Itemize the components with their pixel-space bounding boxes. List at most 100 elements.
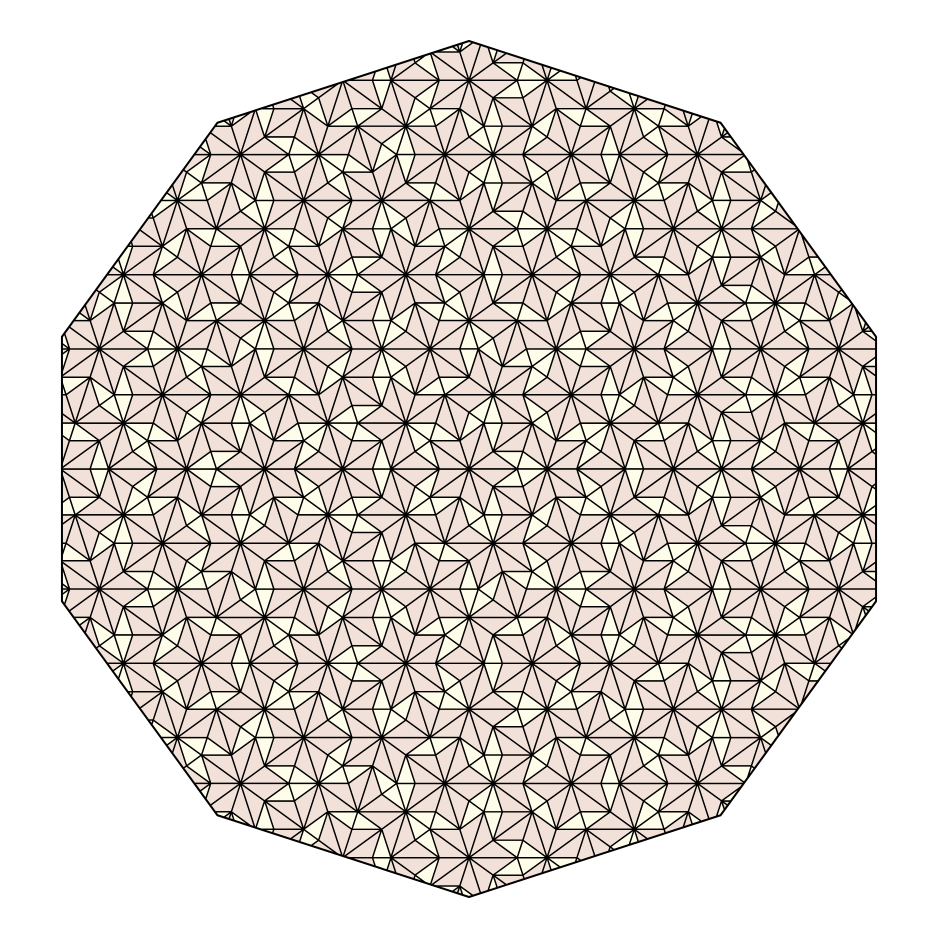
thick-triangle bbox=[468, 599, 518, 619]
thick-triangle bbox=[98, 736, 125, 785]
thick-triangle bbox=[619, 932, 643, 938]
thick-triangle bbox=[871, 691, 877, 739]
thin-triangle bbox=[185, 857, 218, 876]
thick-triangle bbox=[926, 617, 938, 663]
thick-triangle bbox=[493, 6, 532, 34]
thick-triangle bbox=[887, 469, 926, 497]
thin-triangle bbox=[327, 811, 359, 831]
thick-triangle bbox=[672, 41, 699, 82]
thick-triangle bbox=[342, 348, 383, 378]
thin-triangle bbox=[373, 0, 391, 17]
thin-triangle bbox=[556, 904, 580, 932]
thick-triangle bbox=[798, 708, 840, 739]
thick-triangle bbox=[289, 6, 328, 34]
thin-triangle bbox=[12, 200, 36, 228]
thin-triangle bbox=[68, 182, 101, 202]
thin-triangle bbox=[371, 439, 392, 470]
thin-triangle bbox=[522, 542, 548, 573]
thick-triangle bbox=[319, 904, 343, 938]
thick-triangle bbox=[176, 708, 218, 739]
thin-triangle bbox=[902, 681, 926, 709]
thick-triangle bbox=[12, 303, 36, 349]
thin-triangle bbox=[852, 365, 873, 396]
thick-triangle bbox=[862, 691, 877, 739]
thin-triangle bbox=[926, 451, 938, 469]
thick-triangle bbox=[152, 691, 179, 739]
thin-triangle bbox=[784, 422, 816, 442]
thick-triangle bbox=[546, 828, 587, 859]
thin-triangle bbox=[328, 17, 358, 35]
thin-triangle bbox=[493, 0, 517, 6]
thin-triangle bbox=[185, 153, 212, 184]
thick-triangle bbox=[837, 736, 877, 756]
thick-triangle bbox=[36, 469, 60, 515]
thick-triangle bbox=[12, 395, 36, 441]
thin-triangle bbox=[459, 736, 485, 767]
thick-triangle bbox=[98, 90, 149, 110]
thick-triangle bbox=[555, 302, 582, 350]
thick-triangle bbox=[327, 41, 353, 82]
thick-triangle bbox=[327, 662, 353, 710]
thick-triangle bbox=[0, 412, 12, 440]
thin-triangle bbox=[917, 349, 938, 377]
thin-triangle bbox=[327, 107, 359, 127]
thick-triangle bbox=[61, 199, 101, 230]
thick-triangle bbox=[202, 904, 241, 932]
thick-triangle bbox=[516, 588, 557, 619]
thick-triangle bbox=[74, 514, 125, 534]
thin-triangle bbox=[61, 182, 76, 202]
thick-triangle bbox=[917, 275, 938, 321]
thin-triangle bbox=[405, 41, 437, 53]
thick-triangle bbox=[98, 199, 149, 219]
thick-triangle bbox=[847, 468, 873, 516]
thin-triangle bbox=[657, 885, 689, 897]
thick-triangle bbox=[249, 273, 275, 322]
thin-triangle bbox=[600, 542, 621, 573]
thin-triangle bbox=[917, 349, 938, 367]
thick-triangle bbox=[317, 782, 359, 813]
thin-triangle bbox=[230, 41, 251, 64]
thin-triangle bbox=[828, 680, 849, 710]
thick-triangle bbox=[0, 285, 36, 303]
thick-triangle bbox=[571, 904, 610, 932]
thick-triangle bbox=[902, 349, 926, 395]
thin-triangle bbox=[492, 616, 524, 636]
thick-triangle bbox=[837, 182, 877, 202]
thick-triangle bbox=[152, 588, 179, 636]
thin-triangle bbox=[241, 6, 265, 34]
thick-triangle bbox=[122, 754, 164, 785]
thin-triangle bbox=[828, 199, 849, 230]
thin-triangle bbox=[887, 497, 917, 515]
thick-triangle bbox=[532, 17, 580, 35]
thick-triangle bbox=[65, 136, 115, 156]
thick-triangle bbox=[406, 0, 430, 6]
thin-triangle bbox=[862, 570, 877, 590]
thick-triangle bbox=[609, 645, 660, 665]
thick-triangle bbox=[107, 422, 134, 470]
thick-triangle bbox=[774, 125, 816, 156]
thin-triangle bbox=[852, 634, 873, 665]
thick-triangle bbox=[862, 245, 877, 276]
thick-triangle bbox=[185, 422, 212, 470]
thick-triangle bbox=[862, 754, 877, 785]
thin-triangle bbox=[263, 765, 296, 785]
thin-triangle bbox=[327, 41, 359, 53]
thick-triangle bbox=[107, 468, 134, 516]
thin-triangle bbox=[902, 617, 926, 645]
thick-triangle bbox=[862, 199, 877, 247]
thick-triangle bbox=[289, 904, 328, 932]
thin-triangle bbox=[555, 245, 582, 276]
thin-triangle bbox=[327, 171, 353, 202]
thin-triangle bbox=[601, 932, 619, 938]
thick-triangle bbox=[658, 6, 697, 34]
thick-triangle bbox=[917, 663, 938, 709]
thick-triangle bbox=[21, 349, 45, 395]
thick-triangle bbox=[0, 497, 12, 525]
thin-triangle bbox=[0, 303, 12, 321]
thin-triangle bbox=[288, 228, 320, 247]
thick-triangle bbox=[522, 182, 548, 230]
thin-triangle bbox=[395, 754, 416, 785]
thick-triangle bbox=[862, 273, 877, 304]
thin-triangle bbox=[784, 256, 816, 276]
thick-triangle bbox=[185, 41, 212, 82]
